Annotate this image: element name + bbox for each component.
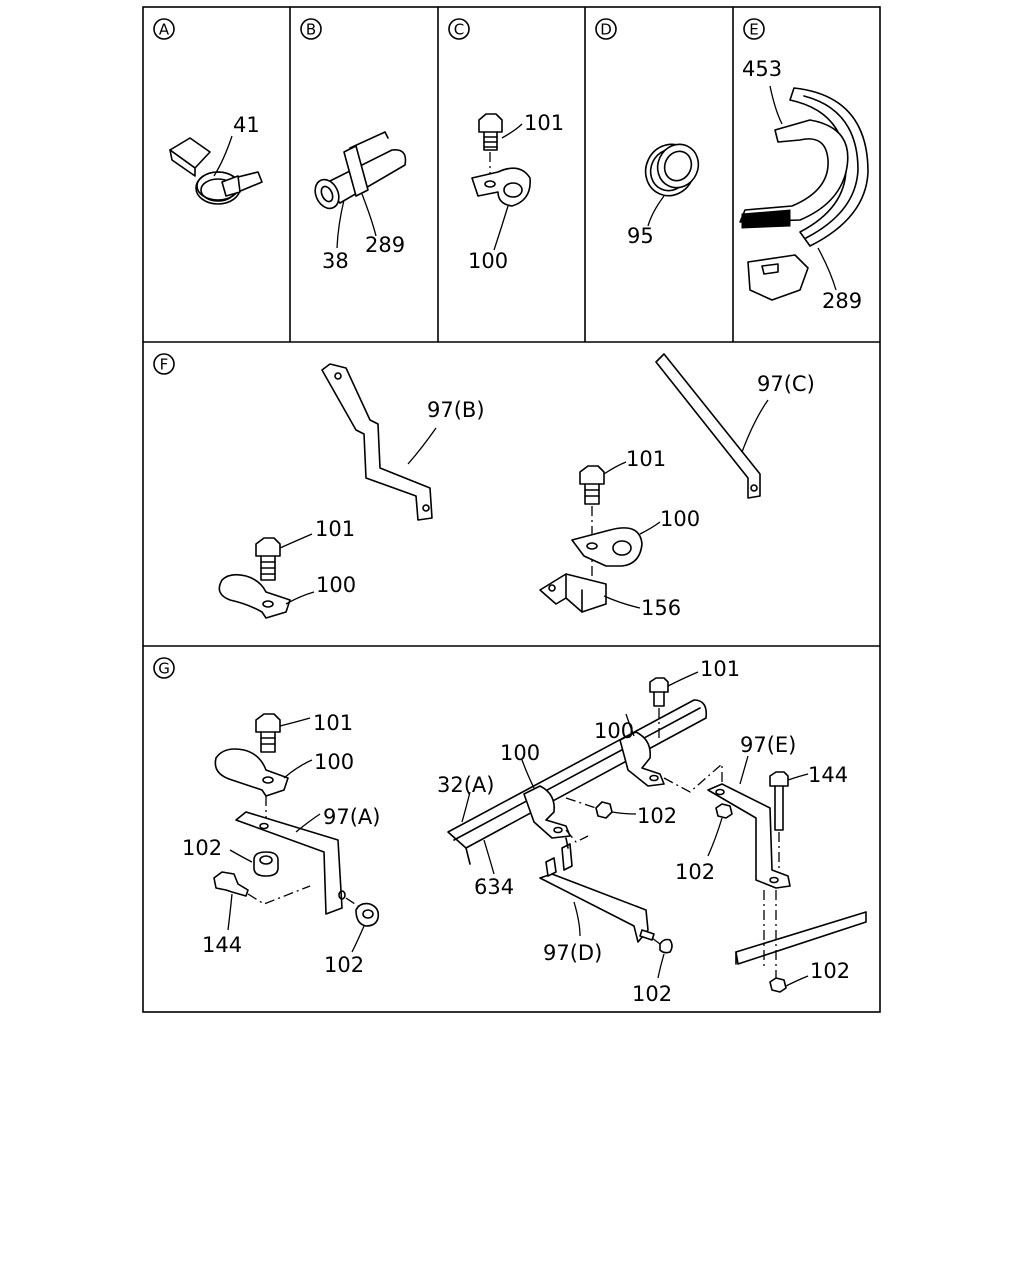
panel-g-part-label-634: 634 — [474, 875, 514, 899]
panel-f-marker: F — [153, 353, 175, 375]
panel-f-part-label-101-left: 101 — [315, 517, 355, 541]
panel-g-right-assembly-drawing — [447, 671, 867, 993]
panel-g-part-label-102-nut-left: 102 — [182, 836, 222, 860]
panel-g-part-label-144-left: 144 — [202, 933, 242, 957]
panel-b-hose-drawing — [314, 131, 407, 249]
panel-g-part-label-102-pipe: 102 — [637, 804, 677, 828]
panel-f-part-label-156: 156 — [641, 596, 681, 620]
panel-g-part-label-101-right: 101 — [700, 657, 740, 681]
panel-f-part-label-97b: 97(B) — [427, 398, 485, 422]
panel-f-bolt-clip-left-drawing — [218, 533, 315, 619]
panel-f-part-label-97c: 97(C) — [757, 372, 815, 396]
panel-g-part-label-102-bracket-d: 102 — [632, 982, 672, 1006]
panel-g-part-label-97e: 97(E) — [740, 733, 796, 757]
panel-c-part-label-100: 100 — [468, 249, 508, 273]
diagram-frame — [142, 6, 881, 1013]
panel-a-marker: A — [153, 18, 175, 40]
panel-c-marker: C — [448, 18, 470, 40]
panel-f-part-label-101-right: 101 — [626, 447, 666, 471]
panel-g-part-label-102-bottom-left: 102 — [324, 953, 364, 977]
panel-d-part-label: 95 — [627, 224, 654, 248]
panel-e-band-drawing — [739, 85, 869, 301]
panel-g-part-label-100-upper: 100 — [594, 719, 634, 743]
panel-g-part-label-102-bracket-e: 102 — [675, 860, 715, 884]
panel-f-part-label-100-left: 100 — [316, 573, 356, 597]
panel-c-part-label-101: 101 — [524, 111, 564, 135]
panel-b-letter: B — [306, 21, 316, 39]
panel-f-letter: F — [160, 356, 169, 374]
panel-g-part-label-101-left: 101 — [313, 711, 353, 735]
panel-b-part-label-289: 289 — [365, 233, 405, 257]
panel-a-hose-clamp-drawing — [169, 135, 263, 205]
panel-e-letter: E — [749, 21, 758, 39]
panel-b-part-label-38: 38 — [322, 249, 349, 273]
panel-c-bolt-clip-drawing — [471, 113, 531, 251]
panel-g-part-label-97a: 97(A) — [323, 805, 380, 829]
panel-f-part-label-100-right: 100 — [660, 507, 700, 531]
panel-g-part-label-32a: 32(A) — [437, 773, 494, 797]
panel-e-part-label-289: 289 — [822, 289, 862, 313]
panel-f-bracket-c-drawing — [655, 353, 769, 499]
panel-a-part-label: 41 — [233, 113, 260, 137]
panel-a-letter: A — [159, 21, 170, 39]
panel-e-part-label-453: 453 — [742, 57, 782, 81]
panel-g-marker: G — [153, 657, 175, 679]
panel-f-bracket-b-drawing — [321, 363, 437, 521]
panel-g-part-label-100-lower: 100 — [500, 741, 540, 765]
panel-g-part-label-102-frame: 102 — [810, 959, 850, 983]
panel-d-letter: D — [600, 21, 612, 39]
panel-d-marker: D — [595, 18, 617, 40]
panel-g-part-label-97d: 97(D) — [543, 941, 602, 965]
panel-f-bolt-clip-bracket-right-drawing — [539, 461, 661, 613]
panel-b-marker: B — [300, 18, 322, 40]
panel-c-letter: C — [454, 21, 464, 39]
panel-g-part-label-144-right: 144 — [808, 763, 848, 787]
panel-e-marker: E — [743, 18, 765, 40]
panel-g-left-assembly-drawing — [213, 713, 380, 953]
panel-g-part-label-100-left: 100 — [314, 750, 354, 774]
panel-d-grommet-drawing — [644, 143, 700, 227]
panel-g-letter: G — [158, 660, 170, 678]
